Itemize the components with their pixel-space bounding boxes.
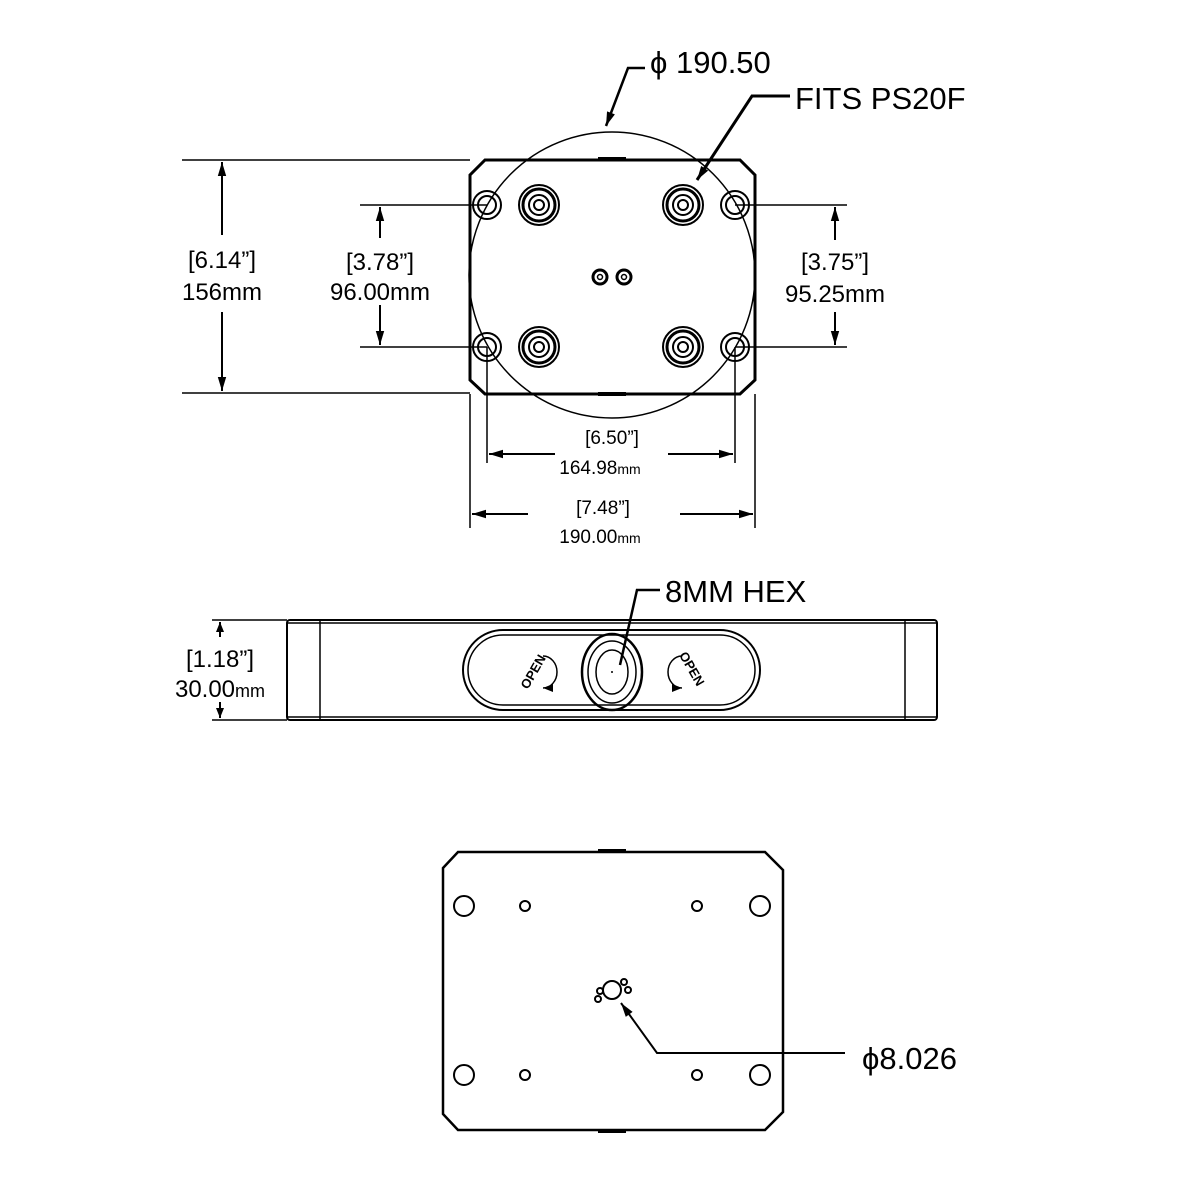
height-mm: 156mm	[182, 279, 262, 306]
bottom-plate-outline	[441, 850, 785, 1132]
right-spacing-mm: 95.25mm	[785, 281, 885, 308]
thickness-dimension: [1.18”] 30.00mm	[175, 619, 287, 721]
center-pin-holes	[591, 268, 633, 286]
height-inches: [6.14”]	[188, 247, 256, 274]
diameter-callout: ϕ 190.50	[604, 45, 771, 127]
overall-width-dimension: [7.48”] 190.00mm	[469, 394, 756, 548]
open-label-right: OPEN	[676, 649, 707, 688]
bottom-view: ϕ8.026	[441, 849, 957, 1133]
hex-drive[interactable]	[580, 632, 644, 712]
left-hole-spacing-dimension: [3.78”] 96.00mm	[330, 204, 487, 348]
open-label-left: OPEN	[517, 652, 548, 691]
right-spacing-inches: [3.75”]	[801, 249, 869, 276]
bottom-notch	[598, 392, 626, 396]
fits-callout-text: FITS PS20F	[795, 81, 966, 116]
thickness-inches: [1.18”]	[186, 646, 254, 673]
center-bore	[594, 978, 632, 1003]
open-arrow-left-icon: OPEN	[517, 652, 558, 692]
hole-width-dimension: [6.50”] 164.98mm	[486, 347, 736, 479]
hex-callout-text: 8MM HEX	[665, 574, 807, 609]
overall-width-inches: [7.48”]	[576, 498, 630, 519]
ps20f-outline-circle	[468, 131, 756, 419]
overall-width-mm: 190.00mm	[559, 527, 640, 548]
hole-width-mm: 164.98mm	[559, 458, 640, 479]
top-plate-outline	[468, 158, 757, 396]
bore-callout: ϕ8.026	[620, 1002, 957, 1076]
diameter-callout-text: ϕ 190.50	[650, 45, 771, 80]
fits-callout: FITS PS20F	[695, 81, 966, 181]
hole-width-inches: [6.50”]	[585, 428, 639, 449]
left-spacing-inches: [3.78”]	[346, 249, 414, 276]
hex-callout: 8MM HEX	[618, 574, 807, 666]
right-hole-spacing-dimension: [3.75”] 95.25mm	[735, 204, 885, 348]
top-notch	[598, 157, 626, 161]
side-body-outline	[286, 619, 938, 721]
thickness-mm: 30.00mm	[175, 676, 265, 703]
bore-callout-text: ϕ8.026	[862, 1041, 957, 1076]
bolt-bosses	[518, 184, 704, 368]
height-dimension: [6.14”] 156mm	[182, 159, 470, 394]
top-view: [6.14”] 156mm [3.78”] 96.00mm [3.75”] 95…	[182, 45, 966, 548]
open-arrow-right-icon: OPEN	[667, 649, 708, 692]
mounting-holes	[472, 190, 750, 362]
window-recess	[462, 629, 761, 711]
left-spacing-mm: 96.00mm	[330, 279, 430, 306]
bottom-mounting-holes	[453, 895, 771, 1086]
side-view: OPEN OPEN [1.18”] 30.00mm 8MM HEX	[175, 574, 938, 721]
